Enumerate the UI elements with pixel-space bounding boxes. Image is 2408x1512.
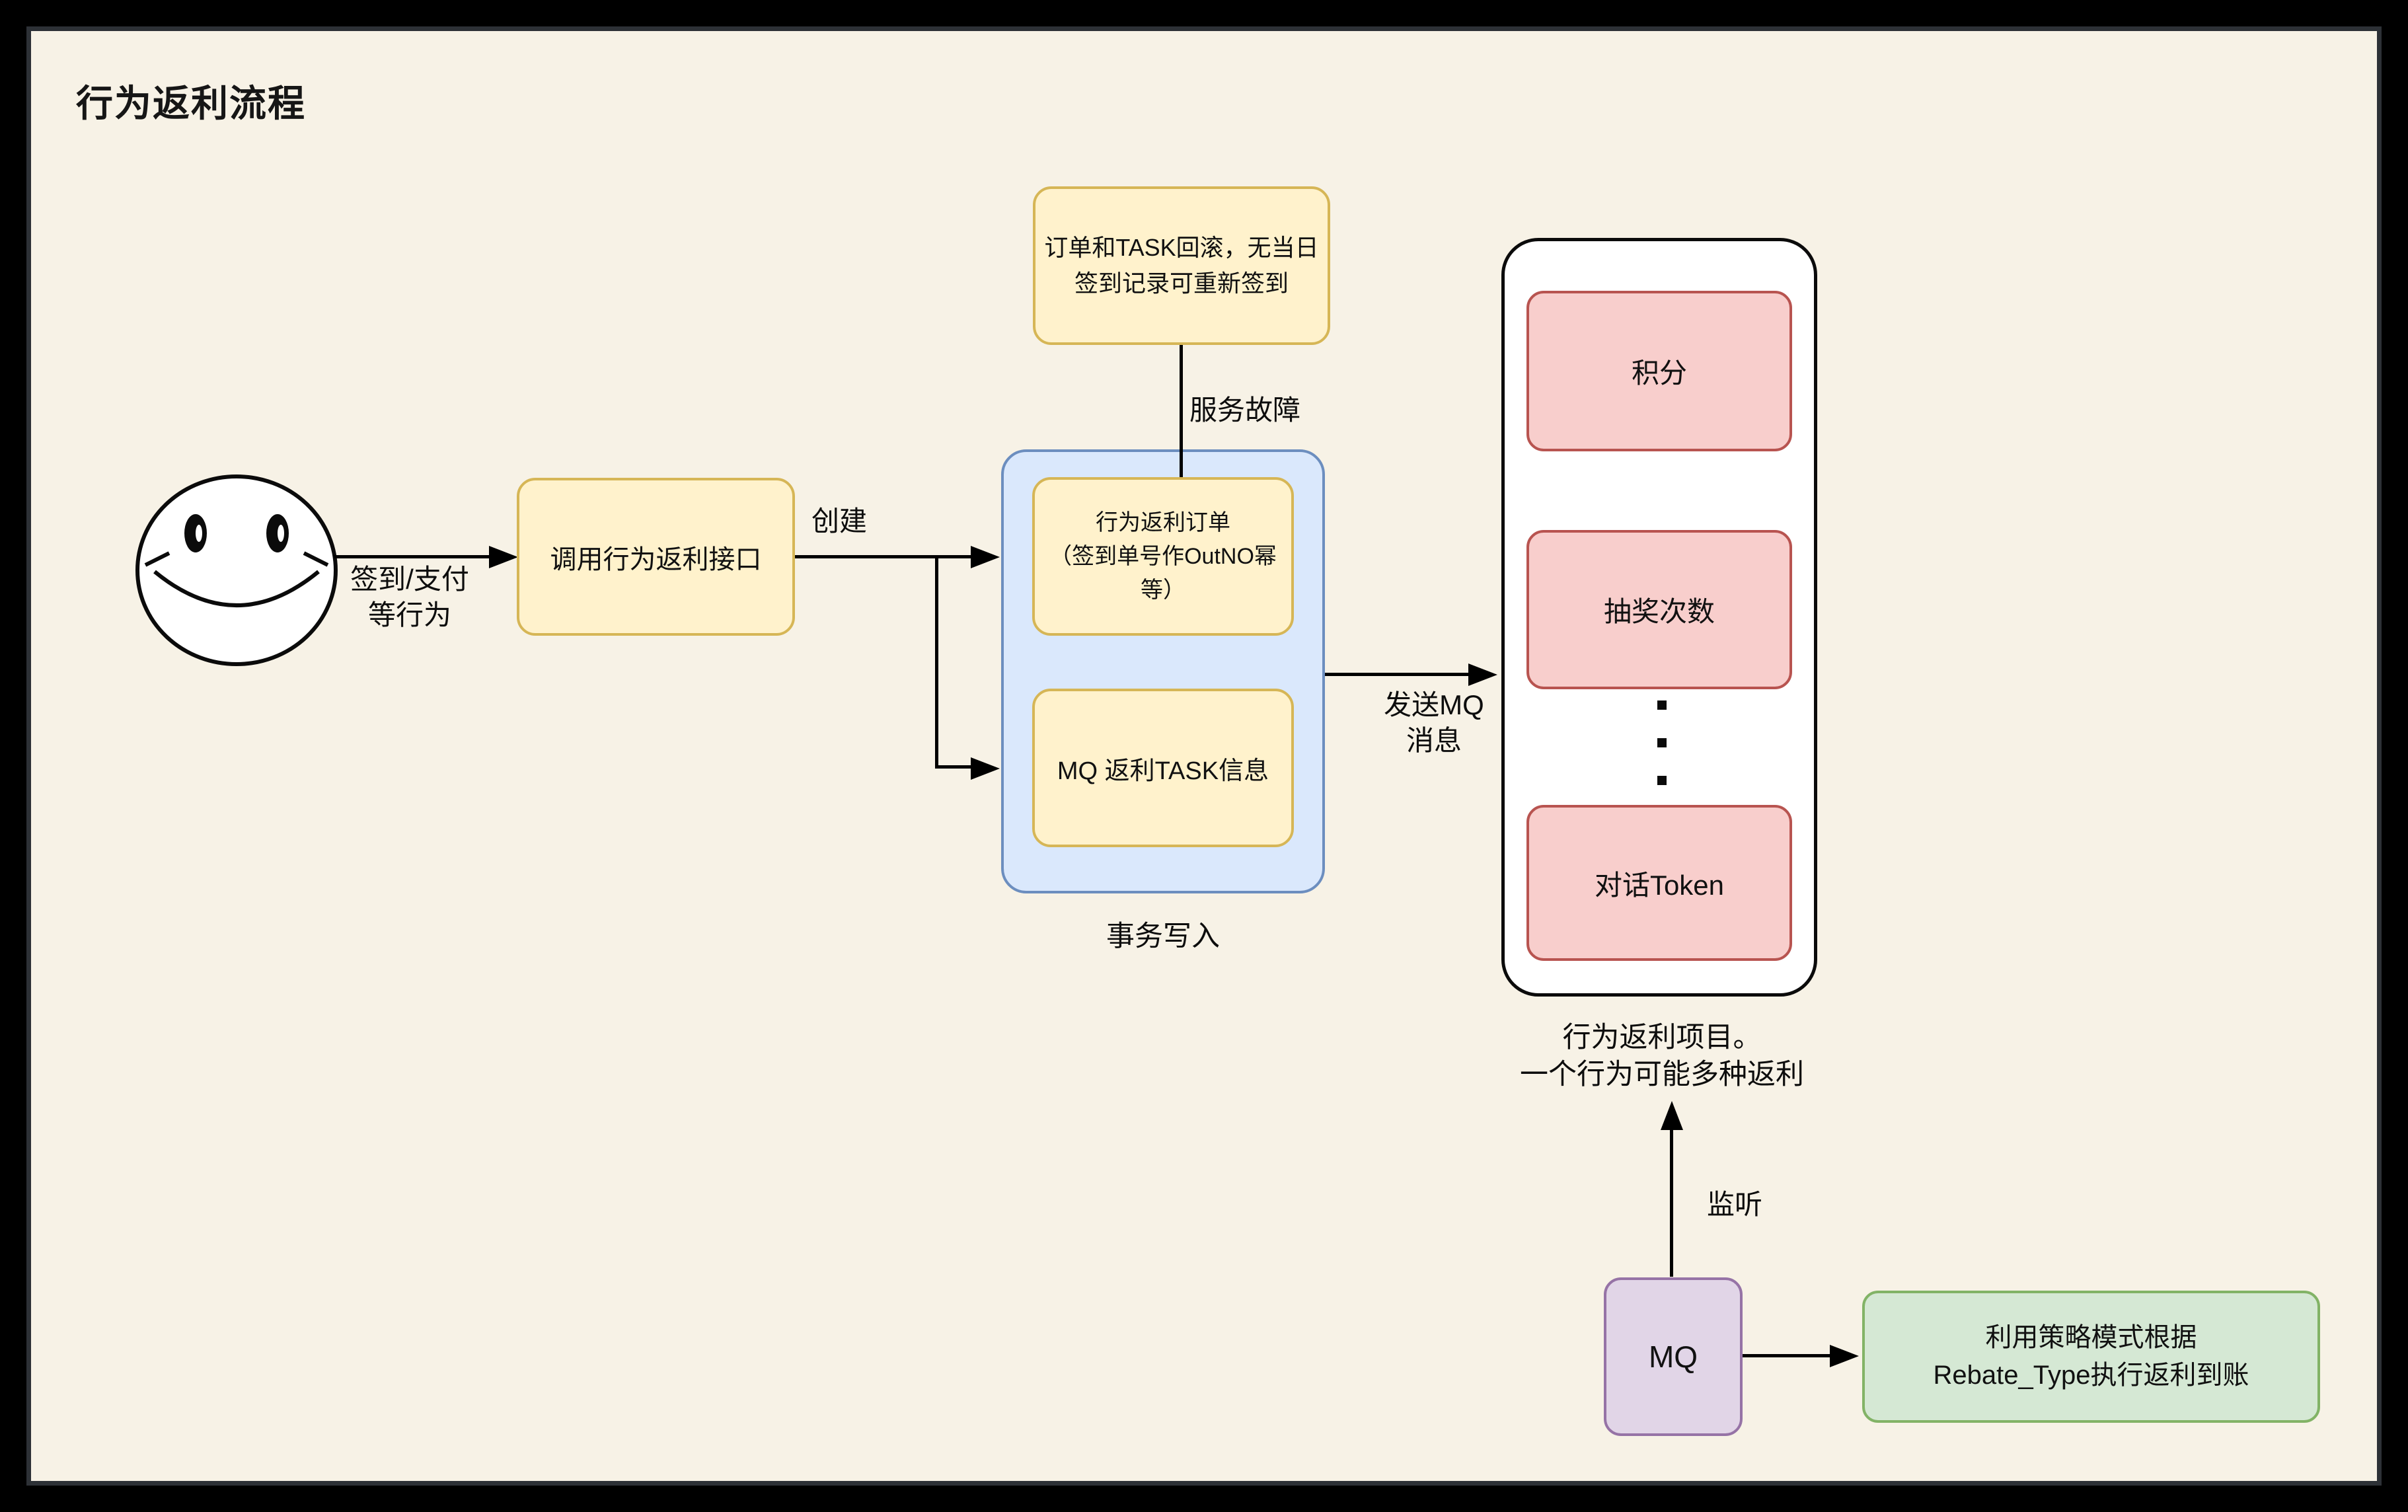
edge-send-mq bbox=[1325, 673, 1470, 676]
edge-label-listen: 监听 bbox=[1707, 1189, 1763, 1220]
node-label-line: 行为返利订单 bbox=[1096, 510, 1230, 535]
arrowhead-listen bbox=[1661, 1101, 1683, 1130]
node-label: MQ 返利TASK信息 bbox=[1057, 757, 1269, 785]
edge-create-top bbox=[795, 555, 972, 558]
node-lottery-count: 抽奖次数 bbox=[1526, 530, 1792, 689]
node-label: 调用行为返利接口 bbox=[550, 545, 762, 574]
node-strategy-rebate: 利用策略模式根据 Rebate_Type执行返利到账 bbox=[1862, 1291, 2320, 1423]
edge-label-line: 签到/支付 bbox=[350, 564, 469, 595]
edge-actor-to-api bbox=[334, 555, 491, 558]
caption-line: 一个行为可能多种返利 bbox=[1520, 1058, 1804, 1090]
ellipsis-dot bbox=[1657, 738, 1667, 747]
edge-create-branch-vertical bbox=[935, 555, 938, 769]
diagram-title: 行为返利流程 bbox=[76, 83, 306, 124]
ellipsis-dot bbox=[1657, 700, 1667, 710]
user-smiley-icon bbox=[135, 474, 338, 666]
node-label-line: 利用策略模式根据 bbox=[1985, 1323, 2197, 1353]
node-label: MQ bbox=[1648, 1340, 1698, 1374]
edge-mq-to-strategy bbox=[1743, 1354, 1832, 1357]
edge-label-service-fault: 服务故障 bbox=[1189, 395, 1301, 426]
node-label-line: 签到记录可重新签到 bbox=[1074, 270, 1289, 297]
edge-label-line: 消息 bbox=[1406, 724, 1462, 756]
node-rebate-order: 行为返利订单 （签到单号作OutNO幂等） bbox=[1032, 477, 1294, 636]
arrowhead-send-mq bbox=[1468, 663, 1497, 686]
node-mq-task-info: MQ 返利TASK信息 bbox=[1032, 689, 1294, 847]
ellipsis-dot bbox=[1657, 776, 1667, 785]
node-points: 积分 bbox=[1526, 291, 1792, 451]
node-label: 对话Token bbox=[1594, 869, 1725, 901]
arrowhead-create-top bbox=[971, 546, 1000, 568]
edge-label-actor-behavior: 签到/支付 等行为 bbox=[330, 562, 489, 633]
edge-create-branch-horizontal bbox=[935, 765, 972, 769]
node-label-line: 订单和TASK回滚，无当日 bbox=[1044, 234, 1319, 261]
node-call-rebate-api: 调用行为返利接口 bbox=[517, 478, 795, 636]
caption-line: 行为返利项目。 bbox=[1562, 1022, 1762, 1053]
node-label: 积分 bbox=[1631, 358, 1687, 389]
arrowhead-actor-to-api bbox=[489, 546, 518, 568]
edge-label-line: 等行为 bbox=[367, 599, 451, 630]
edge-listen bbox=[1670, 1126, 1673, 1277]
caption-transaction-write: 事务写入 bbox=[1106, 921, 1220, 952]
edge-label-create: 创建 bbox=[811, 506, 867, 537]
node-dialog-token: 对话Token bbox=[1526, 805, 1792, 961]
caption-rebate-items: 行为返利项目。 一个行为可能多种返利 bbox=[1490, 1020, 1834, 1094]
edge-label-send-mq: 发送MQ 消息 bbox=[1360, 687, 1508, 759]
edge-service-fault bbox=[1180, 345, 1183, 478]
arrowhead-create-bottom bbox=[971, 757, 1000, 780]
arrowhead-mq-to-strategy bbox=[1830, 1345, 1859, 1367]
node-mq: MQ bbox=[1604, 1277, 1743, 1436]
edge-label-line: 发送MQ bbox=[1384, 689, 1484, 720]
node-label: 抽奖次数 bbox=[1603, 596, 1715, 627]
node-rollback-note: 订单和TASK回滚，无当日 签到记录可重新签到 bbox=[1033, 186, 1330, 345]
node-label-line: Rebate_Type执行返利到账 bbox=[1933, 1361, 2249, 1390]
node-label-line: （签到单号作OutNO幂等） bbox=[1049, 543, 1277, 603]
